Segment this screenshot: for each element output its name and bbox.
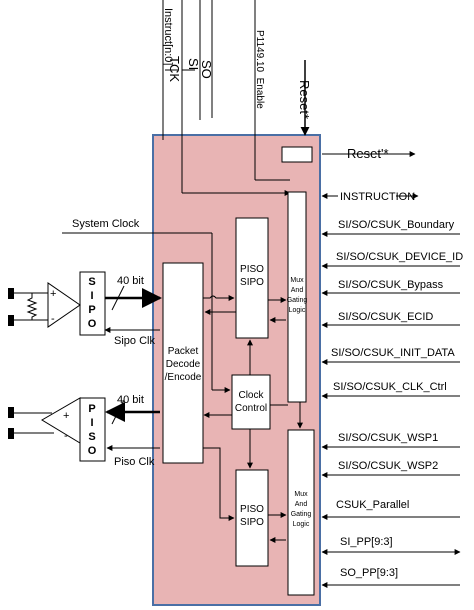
- boundary-label: SI/SO/CSUK_Boundary: [338, 219, 455, 231]
- piso-sipo-bottom-label-1: PISO: [240, 504, 264, 515]
- piso-sipo-top-block: [235, 217, 269, 339]
- bit40-top-label: 40 bit: [117, 275, 144, 287]
- piso-letter-2: I: [90, 417, 93, 429]
- instruction-label: INSTRUCTION: [340, 191, 415, 203]
- packet-label-3: /Encode: [165, 372, 202, 383]
- right-signal-si-pp: SI_PP[9:3]: [321, 536, 461, 555]
- mux-top-block: [287, 191, 307, 403]
- clock-control-block: [231, 374, 271, 430]
- si-label: SI: [186, 58, 201, 70]
- right-signal-bypass: SI/SO/CSUK_Bypass: [321, 279, 460, 296]
- amp-bottom-plus: +: [63, 410, 69, 422]
- mux-bottom-label-2: And: [295, 501, 308, 508]
- wsp1-label: SI/SO/CSUK_WSP1: [338, 432, 438, 444]
- so-pp-label: SO_PP[9:3]: [340, 567, 398, 579]
- right-signal-init-data: SI/SO/CSUK_INIT_DATA: [321, 347, 460, 365]
- instruction-label-bg: [338, 189, 396, 202]
- amp-top-minus: -: [51, 313, 55, 325]
- piso-letter-3: S: [88, 431, 95, 443]
- amp-bottom-minus: -: [64, 430, 68, 442]
- reset-out-label: Reset'*: [347, 146, 389, 161]
- packet-label-1: Packet: [168, 346, 199, 357]
- right-signal-ecid: SI/SO/CSUK_ECID: [321, 311, 460, 328]
- piso-sipo-top-label-2: SIPO: [240, 277, 264, 288]
- ecid-label: SI/SO/CSUK_ECID: [338, 311, 433, 323]
- right-signal-device-id: SI/SO/CSUK_DEVICE_ID: [321, 251, 463, 269]
- si-pp-label: SI_PP[9:3]: [340, 536, 393, 548]
- packet-to-piso-bottom: [203, 447, 235, 521]
- right-signal-wsp1: SI/SO/CSUK_WSP1: [321, 432, 460, 450]
- sipo-letter-1: S: [88, 276, 95, 288]
- piso-sipo-bottom-block: [235, 469, 269, 567]
- reset-star-label: Reset*: [297, 80, 312, 119]
- piso-bus-slash: [111, 399, 125, 425]
- bypass-label: SI/SO/CSUK_Bypass: [338, 279, 444, 291]
- right-signal-boundary: SI/SO/CSUK_Boundary: [321, 219, 460, 237]
- mux-bottom-label-1: Mux: [294, 491, 308, 498]
- right-signal-so-pp: SO_PP[9:3]: [321, 567, 460, 588]
- packet-to-piso-top: [203, 295, 235, 301]
- piso-block: [79, 397, 106, 462]
- output-amplifier: + -: [8, 397, 81, 444]
- so-label: SO: [199, 60, 214, 79]
- parallel-label: CSUK_Parallel: [336, 499, 409, 511]
- piso-sipo-bottom-label-2: SIPO: [240, 517, 264, 528]
- sipo-clk-label: Sipo Clk: [114, 335, 155, 347]
- packet-label-2: Decode: [166, 359, 201, 370]
- sipo-letter-2: I: [90, 290, 93, 302]
- bit40-bottom-label: 40 bit: [117, 394, 144, 406]
- wsp2-label: SI/SO/CSUK_WSP2: [338, 460, 438, 472]
- piso-clk-label: Piso Clk: [114, 456, 155, 468]
- p1149-label: P1149.10_Enable: [254, 30, 265, 109]
- mux-top-label-4: Logic: [289, 307, 306, 314]
- packet-decode-block: [162, 262, 204, 464]
- mux-bottom-block: [287, 429, 315, 596]
- sipo-letter-3: P: [88, 304, 95, 316]
- mux-top-label-3: Gating: [287, 297, 308, 304]
- mux-top-label-1: Mux: [290, 277, 304, 284]
- tck-label: TCK: [167, 56, 182, 82]
- sipo-block: [79, 271, 106, 336]
- mux-bottom-label-3: Gating: [291, 511, 312, 518]
- amp-top-plus: +: [50, 288, 56, 300]
- piso-letter-4: O: [88, 445, 97, 457]
- sipo-bus-slash: [111, 285, 125, 311]
- init-data-label: SI/SO/CSUK_INIT_DATA: [331, 347, 455, 359]
- system-clock-label: System Clock: [72, 218, 140, 230]
- instruct-label: Instruct[n:0]: [162, 8, 174, 65]
- reset-register-box: [281, 146, 313, 163]
- input-amplifier: + -: [8, 282, 81, 328]
- clock-label-2: Control: [235, 403, 267, 414]
- right-signal-parallel: CSUK_Parallel: [321, 499, 460, 520]
- mux-bottom-label-4: Logic: [293, 521, 310, 528]
- right-signal-clk-ctrl: SI/SO/CSUK_CLK_Ctrl: [321, 381, 460, 399]
- clk-ctrl-label: SI/SO/CSUK_CLK_Ctrl: [333, 381, 447, 393]
- device-id-label: SI/SO/CSUK_DEVICE_ID: [336, 251, 463, 263]
- sipo-letter-4: O: [88, 318, 97, 330]
- piso-letter-1: P: [88, 403, 95, 415]
- clock-label-1: Clock: [238, 390, 264, 401]
- mux-top-label-2: And: [291, 287, 304, 294]
- right-signal-wsp2: SI/SO/CSUK_WSP2: [321, 460, 460, 478]
- piso-sipo-top-label-1: PISO: [240, 264, 264, 275]
